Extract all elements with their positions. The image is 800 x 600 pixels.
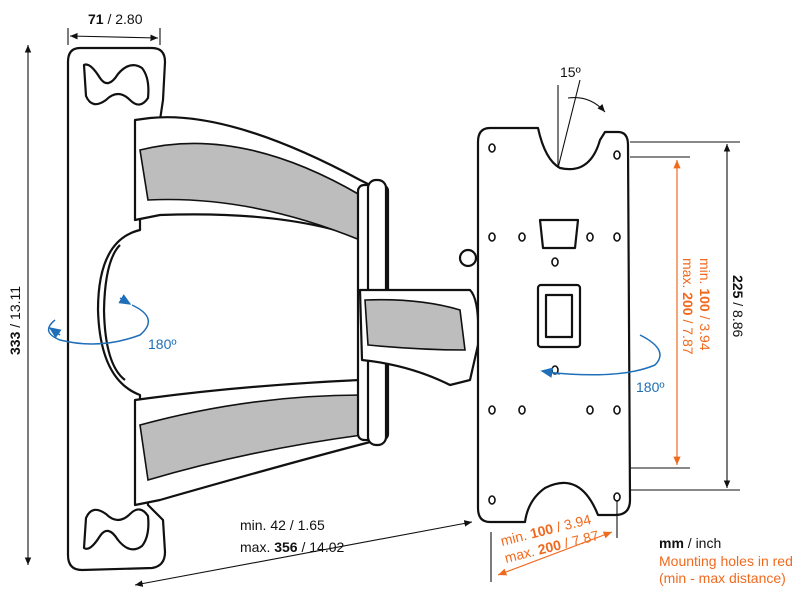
tilt-label: 15º bbox=[560, 64, 581, 80]
upper-arm bbox=[133, 116, 382, 247]
tv-plate bbox=[476, 126, 632, 524]
extension-max: max. 356 / 14.02 bbox=[240, 539, 345, 555]
height-label: 333 / 13.11 bbox=[7, 286, 23, 355]
legend-line2: (min - max distance) bbox=[659, 570, 786, 586]
legend-line1: Mounting holes in red bbox=[659, 553, 793, 569]
holes-vertical-max: max. 200 / 7.87 bbox=[680, 258, 696, 355]
lower-arm bbox=[133, 378, 382, 507]
legend-units: mm / inch bbox=[659, 535, 721, 551]
vesa-height-label: 225 / 8.86 bbox=[730, 275, 746, 337]
legend: mm / inch Mounting holes in red (min - m… bbox=[659, 535, 793, 586]
mounting-holes bbox=[488, 143, 621, 505]
depth-label: 71 / 2.80 bbox=[88, 11, 143, 27]
swivel-wall-label: 180º bbox=[148, 336, 176, 352]
swivel-tv-label: 180º bbox=[636, 379, 664, 395]
holes-vertical-min: min. 100 / 3.94 bbox=[697, 258, 713, 351]
extension-min: min. 42 / 1.65 bbox=[240, 517, 325, 533]
tv-arm bbox=[358, 248, 480, 387]
